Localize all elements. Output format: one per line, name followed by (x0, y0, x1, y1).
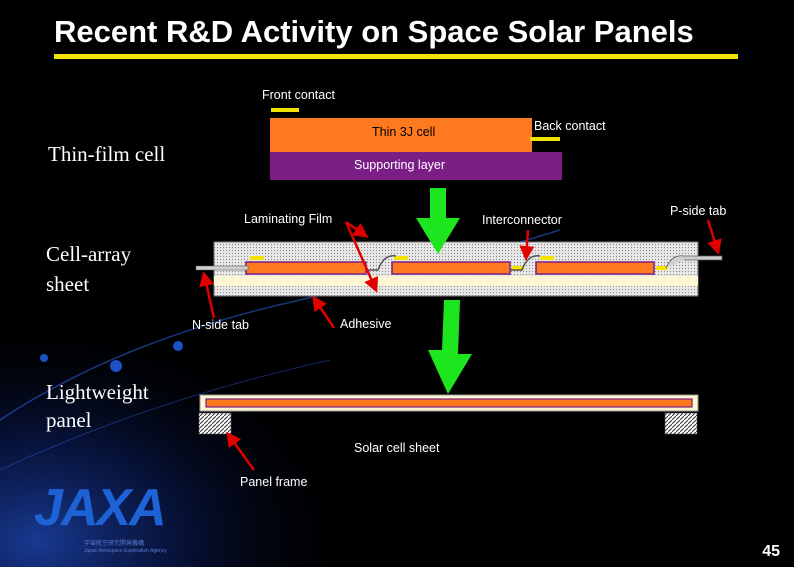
panel-frame (198, 412, 232, 435)
pointer-p-side-tab (706, 219, 722, 255)
section-label-lightweight-line2: panel (46, 408, 92, 432)
pointer-interconnector (519, 229, 535, 261)
label-back-contact: Back contact (534, 119, 606, 133)
section-label-thin-film-cell: Thin-film cell (48, 142, 166, 166)
array-cell (391, 261, 511, 275)
label-supporting-layer: Supporting layer (354, 158, 446, 172)
orbit-node (110, 360, 122, 372)
front-contact (271, 108, 299, 112)
interconnector (366, 255, 397, 271)
label-interconnector: Interconnector (482, 213, 562, 227)
array-cell (245, 261, 367, 275)
title-underline (54, 54, 738, 59)
label-panel-frame: Panel frame (240, 475, 308, 489)
orbit-line (0, 359, 331, 471)
back-contact (530, 137, 560, 141)
pointer-laminating-film (344, 221, 379, 293)
adhesive-layer (214, 276, 698, 286)
n-side-tab (195, 265, 249, 271)
orbit-node (40, 354, 48, 362)
back-contact (656, 266, 668, 270)
section-label-cell-array-line2: sheet (46, 272, 90, 296)
section-label-cell-array-line1: Cell-array (46, 242, 132, 266)
jaxa-logo: JAXA (34, 479, 167, 537)
pointer-n-side-tab (199, 271, 216, 319)
pointer-laminating-film (345, 220, 369, 238)
label-thin-3j-cell: Thin 3J cell (372, 125, 436, 139)
section-label-lightweight-line1: Lightweight (46, 380, 149, 404)
thin-3j-cell-layer (270, 118, 532, 152)
pointer-adhesive (312, 295, 336, 329)
label-front-contact: Front contact (262, 88, 335, 102)
slide-title: Recent R&D Activity on Space Solar Panel… (54, 14, 694, 49)
page-number: 45 (762, 543, 780, 560)
label-n-side-tab: N-side tab (192, 318, 249, 332)
process-arrow (428, 300, 472, 394)
process-arrow (416, 188, 460, 254)
supporting-layer (270, 152, 562, 180)
orbit-node (173, 341, 183, 351)
label-laminating-film: Laminating Film (244, 212, 333, 226)
label-adhesive: Adhesive (340, 317, 392, 331)
jaxa-logo-subtitle-jp: 宇宙航空研究開発機構 (84, 541, 145, 547)
panel-frame (664, 412, 698, 435)
p-side-tab (665, 255, 723, 269)
label-solar-cell-sheet: Solar cell sheet (354, 441, 440, 455)
front-contact (250, 256, 264, 260)
pointer-panel-frame (226, 431, 256, 471)
back-contact (512, 266, 524, 270)
label-p-side-tab: P-side tab (670, 204, 727, 218)
panel-cells (205, 398, 693, 408)
array-cell (535, 261, 655, 275)
front-contact (394, 256, 408, 260)
jaxa-logo-subtitle-en: Japan Aerospace Exploration Agency (84, 548, 167, 554)
front-contact (540, 256, 554, 260)
